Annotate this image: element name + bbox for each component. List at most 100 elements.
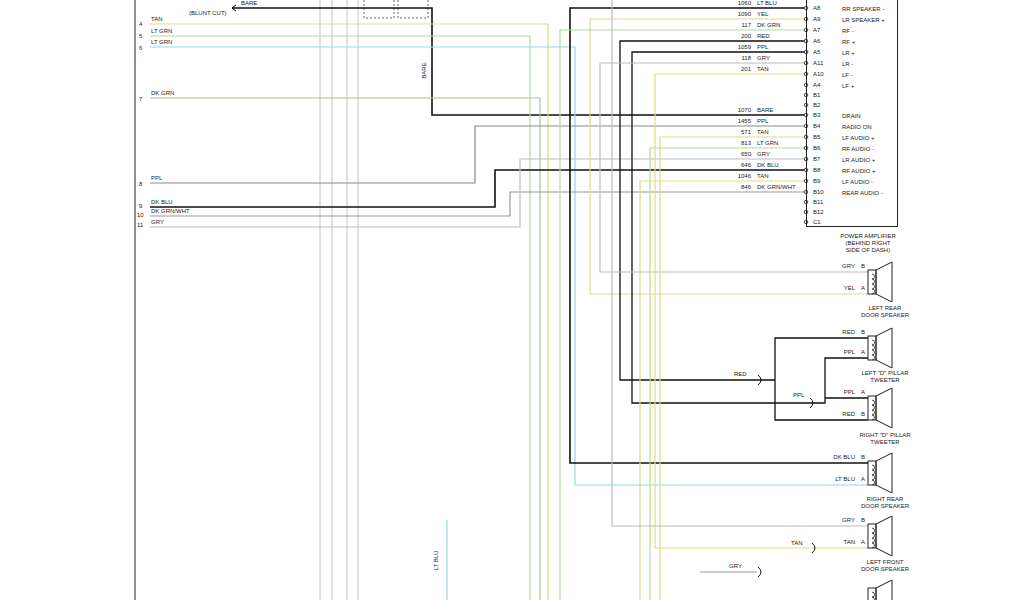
wire-label: LT GRN — [150, 39, 173, 46]
wire-label: PPL — [756, 118, 769, 125]
wire-label: LT BLU — [756, 0, 778, 7]
wire-label: LT GRN — [756, 140, 779, 147]
wire-label: B4 — [812, 123, 821, 130]
speaker-symbol — [868, 388, 892, 428]
wire — [560, 30, 806, 600]
wire-label: PPL — [843, 389, 856, 396]
wire — [660, 137, 806, 600]
wire-label: GRY — [841, 517, 856, 524]
speaker-symbol — [868, 262, 892, 302]
speaker-name: LEFT REAR DOOR SPEAKER — [858, 305, 912, 319]
wire-label: 201 — [740, 66, 752, 73]
speaker-symbol — [868, 453, 892, 493]
speaker-name: LEFT FRONT DOOR SPEAKER — [858, 559, 912, 573]
wire-label: 1060 — [737, 0, 752, 7]
wire-label: TAN — [790, 540, 804, 547]
splice-symbol — [758, 375, 761, 385]
speaker-symbol — [868, 328, 892, 368]
wire-label: A — [860, 539, 866, 546]
wire-label: 813 — [740, 140, 752, 147]
wire-label: A — [860, 389, 866, 396]
wire — [446, 520, 447, 600]
wire-label: LT BLU — [834, 476, 856, 483]
wire-label: YEL — [843, 285, 856, 292]
wire-label: A — [860, 476, 866, 483]
wire-color: LT BLU — [433, 549, 440, 571]
wire-label: 11 — [136, 222, 144, 229]
wire-label: A10 — [812, 71, 825, 78]
pin-function: LF - — [841, 72, 854, 79]
wire-label: 8 — [138, 181, 143, 188]
pin-function: RF + — [841, 39, 856, 46]
wire-label: DK GRN — [150, 90, 175, 97]
wire-label: TAN — [150, 16, 164, 23]
wire-label: PPL — [792, 392, 805, 399]
wire-label: 118 — [740, 55, 752, 62]
wire-label: 10 — [136, 212, 145, 219]
wire-label: A8 — [812, 5, 821, 12]
pin-function: RADIO ON — [841, 124, 873, 131]
wire-label: A6 — [812, 38, 821, 45]
wire-label: B — [860, 329, 866, 336]
wire-label: B1 — [812, 92, 821, 99]
pin-function: LR SPEAKER + — [841, 17, 886, 24]
wire-label: B3 — [812, 112, 821, 119]
wire-label: 1046 — [737, 173, 752, 180]
wire — [150, 24, 548, 600]
wire-label: B8 — [812, 167, 821, 174]
wire — [650, 148, 806, 600]
splice-symbol — [810, 398, 813, 408]
wire-label: 571 — [740, 129, 752, 136]
wire — [620, 41, 868, 420]
speaker-name: RIGHT REAR DOOR SPEAKER — [858, 496, 912, 510]
wire-label: B10 — [812, 189, 825, 196]
pin-function: LR - — [841, 61, 854, 68]
wire-label: 846 — [740, 184, 752, 191]
wire — [150, 36, 530, 600]
wire-label: PPL — [843, 349, 856, 356]
wire — [150, 192, 806, 216]
pin-function: RF AUDIO + — [841, 168, 877, 175]
wire-color: BARE — [421, 61, 428, 79]
splice-symbol — [758, 567, 761, 577]
wire-label: 650 — [740, 151, 752, 158]
wire — [150, 159, 806, 227]
splice-box — [398, 0, 428, 18]
wire-label: PPL — [150, 175, 163, 182]
wire — [570, 8, 868, 463]
component-name: POWER AMPLIFIER (BEHIND RIGHT SIDE OF DA… — [839, 233, 897, 254]
connector-outline — [135, 0, 136, 600]
pin-function: RF - — [841, 28, 855, 35]
wire-label: 4 — [138, 21, 143, 28]
wire-label: 200 — [740, 33, 752, 40]
wire-label: RED — [733, 371, 748, 378]
wire-label: BARE — [756, 107, 774, 114]
wire-label: GRY — [150, 219, 165, 226]
wire-label: A4 — [812, 82, 821, 89]
wire — [632, 52, 868, 403]
wire-label: TAN — [756, 66, 770, 73]
wire — [612, 0, 868, 526]
wire-label: DK BLU — [832, 454, 856, 461]
wire-label: 9 — [138, 203, 143, 210]
wire-label: DK GRN — [756, 22, 781, 29]
wire — [655, 74, 868, 548]
wire-label: RED — [841, 329, 856, 336]
speaker-name: RIGHT "D" PILLAR TWEETER — [858, 432, 912, 446]
pin-function: LF AUDIO + — [841, 135, 876, 142]
pin-function: RR SPEAKER - — [841, 6, 885, 13]
wire-label: 1059 — [737, 44, 752, 51]
wire — [700, 572, 757, 573]
pin-function: LR + — [841, 50, 856, 57]
wire-label: 1070 — [737, 107, 752, 114]
pin-function: DRAIN — [841, 113, 862, 120]
wire-label: 5 — [138, 33, 143, 40]
wire-label: 1090 — [737, 11, 752, 18]
wire-label: 117 — [740, 22, 752, 29]
wire-label: (BLUNT CUT) — [188, 10, 228, 17]
wire — [640, 181, 806, 600]
wire-label: DK GRN/WHT — [756, 184, 797, 191]
wire-label: DK BLU — [756, 162, 780, 169]
pin-function: LF AUDIO - — [841, 179, 874, 186]
